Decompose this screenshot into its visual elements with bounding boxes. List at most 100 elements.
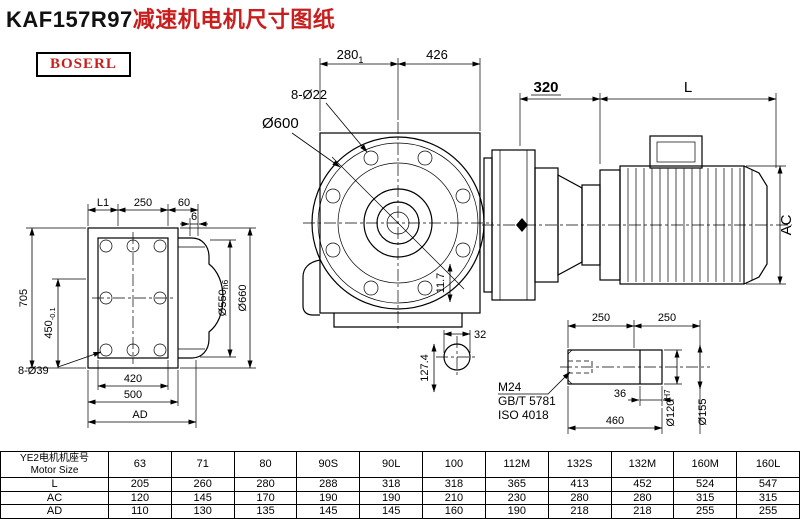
dim-250b-label: 250 — [658, 312, 676, 324]
side-view-dimensions: 320 L AC — [519, 79, 795, 285]
value-cell: 260 — [170, 477, 235, 492]
motor-body — [619, 165, 745, 285]
motor-size-table: YE2电机机座号 Motor Size 63 71 80 90S 90L 100… — [0, 451, 800, 519]
value-cell: 190 — [484, 504, 549, 519]
value-cell: 120 — [108, 490, 172, 506]
value-cell: 524 — [673, 477, 738, 492]
dim-60-label: 60 — [178, 197, 190, 209]
flange-diagonal — [331, 156, 465, 290]
value-cell: 160 — [422, 504, 486, 519]
size-cell: 160L — [736, 451, 800, 479]
flange-view-dimensions: 2801 426 8-Ø22 Ø600 11.7 — [262, 47, 481, 303]
dim-426-label: 426 — [426, 47, 448, 62]
dim-d120-label: Ø120H7 — [663, 389, 677, 427]
value-cell: 318 — [359, 477, 424, 492]
size-cell: 90L — [359, 451, 424, 479]
value-cell: 255 — [736, 504, 800, 519]
size-cell: 132M — [610, 451, 675, 479]
motor-fins — [627, 168, 741, 282]
title-suffix: 减速机电机尺寸图纸 — [132, 7, 336, 32]
bolt-holes-front — [325, 150, 471, 296]
oil-plug-diamond — [516, 218, 528, 232]
flange-view — [302, 122, 493, 332]
dim-280-label: 2801 — [337, 47, 364, 65]
value-cell: 145 — [296, 504, 361, 519]
size-cell: 90S — [296, 451, 361, 479]
value-cell: 318 — [422, 477, 486, 492]
dim-460-label: 460 — [606, 415, 624, 427]
front-view-dimensions: L1 250 60 6 705 450-0.1 420 500 AD 8-Ø39… — [18, 197, 256, 428]
value-cell: 130 — [170, 504, 235, 519]
size-cell: 132S — [547, 451, 612, 479]
value-cell: 255 — [673, 504, 738, 519]
size-cell: 112M — [484, 451, 549, 479]
value-cell: 288 — [296, 477, 361, 492]
dim-d550-label: Ø550h6 — [217, 280, 230, 317]
header-motor-size: YE2电机机座号 Motor Size — [0, 451, 109, 479]
table-row-L: L 205 260 280 288 318 318 365 413 452 52… — [0, 477, 800, 492]
header-motor-size-en: Motor Size — [30, 464, 79, 476]
dim-320-label: 320 — [533, 79, 558, 96]
table-header-row: YE2电机机座号 Motor Size 63 71 80 90S 90L 100… — [0, 451, 800, 479]
value-cell: 230 — [484, 490, 549, 506]
row-label: AD — [0, 504, 109, 519]
note-iso4018: ISO 4018 — [498, 408, 549, 422]
dim-32-label: 32 — [474, 329, 486, 341]
value-cell: 315 — [673, 490, 738, 506]
dim-36-label: 36 — [614, 388, 626, 400]
brand-logo-text: BOSERL — [50, 56, 117, 72]
value-cell: 413 — [547, 477, 612, 492]
value-cell: 190 — [359, 490, 424, 506]
value-cell: 280 — [233, 477, 298, 492]
page-title: KAF157R97减速机电机尺寸图纸 — [6, 2, 335, 34]
housing-profile — [178, 237, 224, 359]
value-cell: 280 — [610, 490, 675, 506]
terminal-box — [649, 135, 703, 169]
header-motor-size-cn: YE2电机机座号 — [20, 453, 89, 465]
brand-logo: BOSERL — [36, 52, 131, 77]
front-view — [87, 227, 224, 369]
size-cell: 160M — [673, 451, 738, 479]
dim-8xd22-label: 8-Ø22 — [291, 87, 327, 102]
shaft-detail-dimensions: 250 250 36 460 Ø120H7 Ø155 — [567, 312, 709, 434]
size-cell: 80 — [233, 451, 298, 479]
dim-d660-label: Ø660 — [237, 285, 249, 312]
value-cell: 218 — [610, 504, 675, 519]
row-label: L — [0, 477, 109, 492]
value-cell: 315 — [736, 490, 800, 506]
value-cell: 205 — [108, 477, 172, 492]
dim-705-label: 705 — [18, 289, 30, 307]
foot-left — [302, 259, 321, 316]
dim-420-label: 420 — [124, 373, 142, 385]
back-plate-outline — [87, 227, 179, 369]
dim-d600-label: Ø600 — [262, 115, 299, 132]
value-cell: 145 — [170, 490, 235, 506]
dim-250a-label: 250 — [592, 312, 610, 324]
value-cell: 365 — [484, 477, 549, 492]
value-cell: 218 — [547, 504, 612, 519]
value-cell: 145 — [359, 504, 424, 519]
dim-6-label: 6 — [191, 211, 197, 223]
side-view — [482, 135, 792, 301]
title-model-code: KAF157R97 — [6, 7, 133, 32]
note-gbt5781: GB/T 5781 — [498, 394, 556, 408]
dim-127-4-label: 127.4 — [419, 354, 431, 382]
dim-8xd39-label: 8-Ø39 — [18, 365, 49, 377]
size-cell: 100 — [422, 451, 486, 479]
dim-450-label: 450-0.1 — [43, 307, 57, 338]
table-row-AC: AC 120 145 170 190 190 210 230 280 280 3… — [0, 490, 800, 506]
dim-ac-label: AC — [778, 214, 795, 235]
base-strip — [333, 313, 463, 328]
dim-500-label: 500 — [124, 389, 142, 401]
dim-ad-label: AD — [132, 409, 147, 421]
value-cell: 190 — [296, 490, 361, 506]
dim-11-7-label: 11.7 — [435, 273, 447, 294]
dim-l1-label: L1 — [97, 197, 109, 209]
value-cell: 547 — [736, 477, 800, 492]
fan-cover — [743, 165, 768, 285]
note-m24: M24 — [498, 380, 522, 394]
value-cell: 280 — [547, 490, 612, 506]
fastener-note: M24 GB/T 5781 ISO 4018 — [498, 371, 571, 422]
